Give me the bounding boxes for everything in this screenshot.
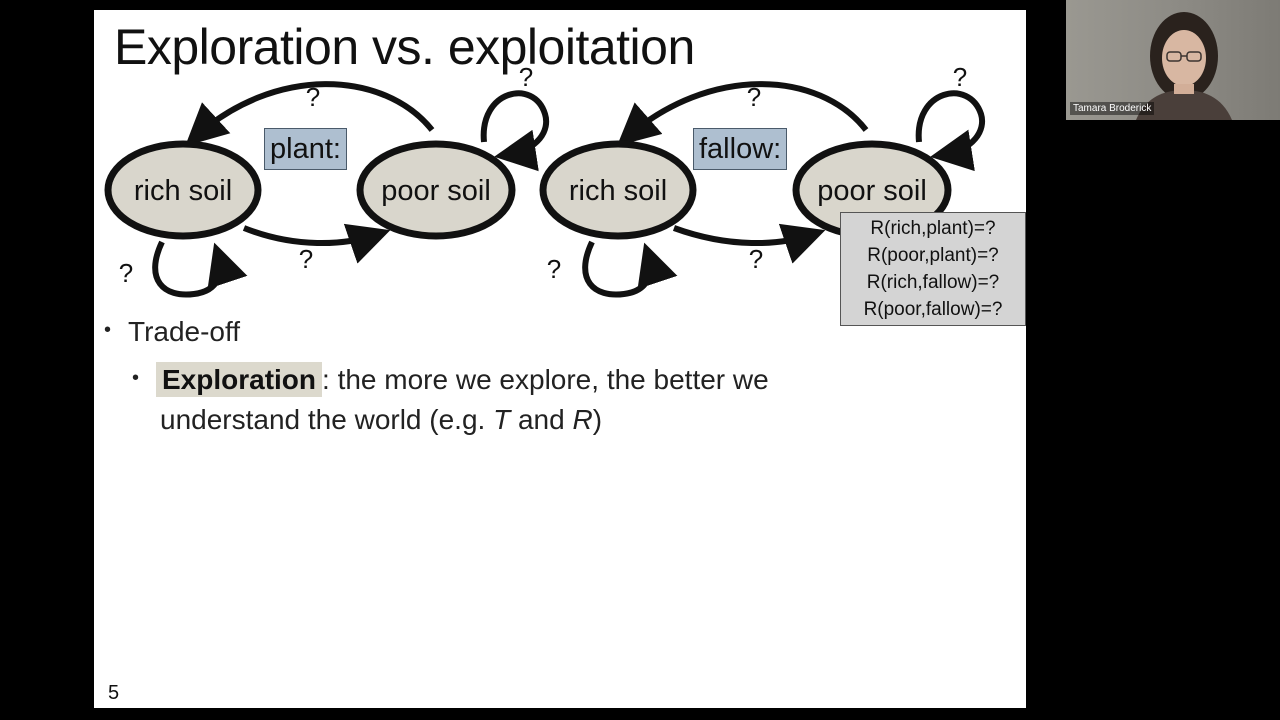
symbol-R: R bbox=[572, 404, 593, 435]
node-left-poor-soil bbox=[356, 140, 516, 240]
q-right-loop-poor: ? bbox=[953, 62, 967, 92]
reward-item: R(poor,fallow)=? bbox=[863, 299, 1003, 320]
action-label-plant: plant: bbox=[264, 128, 347, 170]
node-label-right-poor: poor soil bbox=[817, 175, 927, 207]
arrow-left-bottom bbox=[242, 223, 391, 264]
line2-close: ) bbox=[592, 404, 603, 435]
loop-left-rich bbox=[152, 240, 248, 298]
line2-pre: understand the world (e.g. bbox=[160, 404, 494, 435]
q-right-top: ? bbox=[747, 82, 761, 112]
node-label-right-rich: rich soil bbox=[569, 175, 667, 207]
diagram-left: rich soil poor soil ? ? ? ? bbox=[104, 62, 550, 298]
diagram-right: rich soil poor soil ? ? ? ? bbox=[539, 62, 986, 298]
q-left-loop-rich: ? bbox=[119, 258, 133, 288]
loop-right-poor bbox=[915, 90, 986, 172]
q-right-loop-rich: ? bbox=[547, 254, 561, 284]
participant-avatar bbox=[1136, 12, 1232, 120]
q-left-bottom: ? bbox=[299, 244, 313, 274]
participant-name: Tamara Broderick bbox=[1070, 102, 1155, 115]
bullet-dot: • bbox=[104, 319, 112, 342]
loop-left-poor bbox=[480, 90, 550, 172]
slide-title: Exploration vs. exploitation bbox=[114, 19, 695, 75]
exploration-term: Exploration bbox=[156, 362, 323, 397]
arrow-right-bottom bbox=[672, 223, 826, 264]
arrow-left-top bbox=[185, 81, 435, 147]
participant-video-tile[interactable]: Tamara Broderick bbox=[1066, 0, 1280, 120]
q-left-loop-poor: ? bbox=[519, 62, 533, 92]
symbol-T: T bbox=[493, 404, 511, 435]
mdp-diagram: rich soil poor soil ? ? ? ? rich soil po… bbox=[104, 62, 986, 298]
page-number: 5 bbox=[108, 682, 120, 704]
action-label-fallow: fallow: bbox=[693, 128, 788, 170]
node-right-rich-soil bbox=[539, 140, 697, 240]
reward-item: R(rich,plant)=? bbox=[870, 218, 996, 239]
q-right-bottom: ? bbox=[749, 244, 763, 274]
reward-item: R(poor,plant)=? bbox=[867, 245, 999, 266]
bullet-tradeoff: • Trade-off bbox=[104, 316, 240, 348]
exploration-text-line1: : the more we explore, the better we bbox=[322, 364, 769, 395]
q-left-top: ? bbox=[306, 82, 320, 112]
arrow-right-top bbox=[616, 81, 869, 146]
slide: Exploration vs. exploitation rich soil p… bbox=[94, 10, 1026, 708]
node-label-left-poor: poor soil bbox=[381, 175, 491, 207]
node-label-left-rich: rich soil bbox=[134, 175, 232, 207]
bullet-dot: • bbox=[132, 367, 140, 390]
line2-and: and bbox=[510, 404, 573, 435]
bullet-exploration: • Exploration: the more we explore, the b… bbox=[132, 362, 769, 397]
reward-table: R(rich,plant)=? R(poor,plant)=? R(rich,f… bbox=[840, 212, 1026, 326]
reward-item: R(rich,fallow)=? bbox=[866, 272, 1000, 293]
exploration-text-line2: understand the world (e.g. T and R) bbox=[160, 404, 602, 436]
bullet-tradeoff-text: Trade-off bbox=[128, 316, 241, 347]
node-left-rich-soil bbox=[104, 140, 262, 240]
loop-right-rich bbox=[582, 240, 678, 298]
